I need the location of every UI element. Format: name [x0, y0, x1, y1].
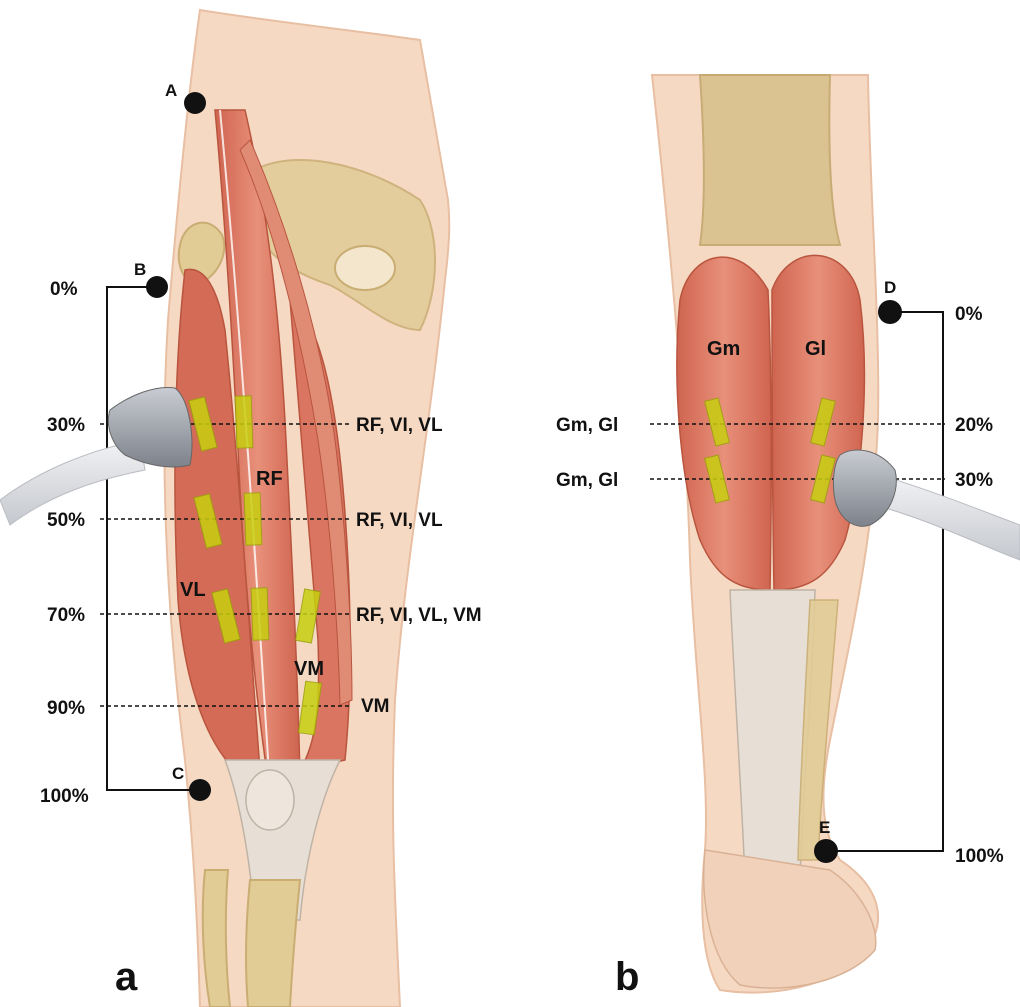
femur-distal-bone: [700, 75, 840, 245]
panel-label-a: a: [115, 955, 138, 999]
muscle-level-labels-b: Gm, Gl Gm, Gl: [556, 415, 618, 491]
pct-a-100: 100%: [40, 786, 89, 807]
muscle-label-gm: Gm: [707, 338, 740, 360]
point-a-dot: [184, 92, 206, 114]
pct-b-30: 30%: [955, 470, 993, 491]
pct-a-0: 0%: [50, 279, 78, 300]
percent-labels-a: 0% 30% 50% 70% 90% 100%: [40, 279, 89, 807]
patella: [246, 770, 294, 830]
pct-a-90: 90%: [47, 698, 85, 719]
percent-labels-b: 0% 20% 30% 100%: [955, 304, 1004, 867]
point-e-label: E: [819, 818, 830, 837]
ultrasound-probe-a: [0, 387, 192, 525]
muscle-label-vl: VL: [180, 579, 206, 601]
pct-b-0: 0%: [955, 304, 983, 325]
level-muscles-a-30: RF, VI, VL: [356, 415, 443, 436]
point-d-dot: [878, 300, 902, 324]
point-b-label: B: [134, 260, 146, 279]
probe-cable-b: [875, 475, 1020, 560]
probe-site-marker-a: [235, 396, 253, 449]
point-b-dot: [146, 276, 168, 298]
probe-site-marker-a: [244, 493, 262, 546]
level-muscles-a-50: RF, VI, VL: [356, 510, 443, 531]
level-muscles-a-90: VM: [361, 696, 390, 717]
pct-b-100: 100%: [955, 846, 1004, 867]
fibula-bone: [203, 870, 230, 1007]
level-muscles-b-20: Gm, Gl: [556, 415, 618, 436]
pct-a-30: 30%: [47, 415, 85, 436]
pct-a-70: 70%: [47, 605, 85, 626]
muscle-label-vm: VM: [294, 658, 324, 680]
point-c-label: C: [172, 764, 184, 783]
pct-b-20: 20%: [955, 415, 993, 436]
muscle-label-rf: RF: [256, 468, 283, 490]
pct-a-50: 50%: [47, 510, 85, 531]
panel-label-b: b: [615, 955, 639, 999]
muscle-label-gl: Gl: [805, 338, 826, 360]
point-d-label: D: [884, 278, 896, 297]
level-muscles-b-30: Gm, Gl: [556, 470, 618, 491]
point-c-dot: [189, 779, 211, 801]
probe-site-marker-a: [251, 588, 269, 641]
tibia-bone: [246, 880, 300, 1007]
panel-b: [652, 75, 943, 993]
point-e-dot: [814, 839, 838, 863]
probe-body-b: [833, 450, 896, 526]
obturator-foramen: [335, 246, 395, 290]
panel-a: [107, 10, 449, 1007]
point-a-label: A: [165, 81, 177, 100]
level-muscles-a-70: RF, VI, VL, VM: [356, 605, 482, 626]
